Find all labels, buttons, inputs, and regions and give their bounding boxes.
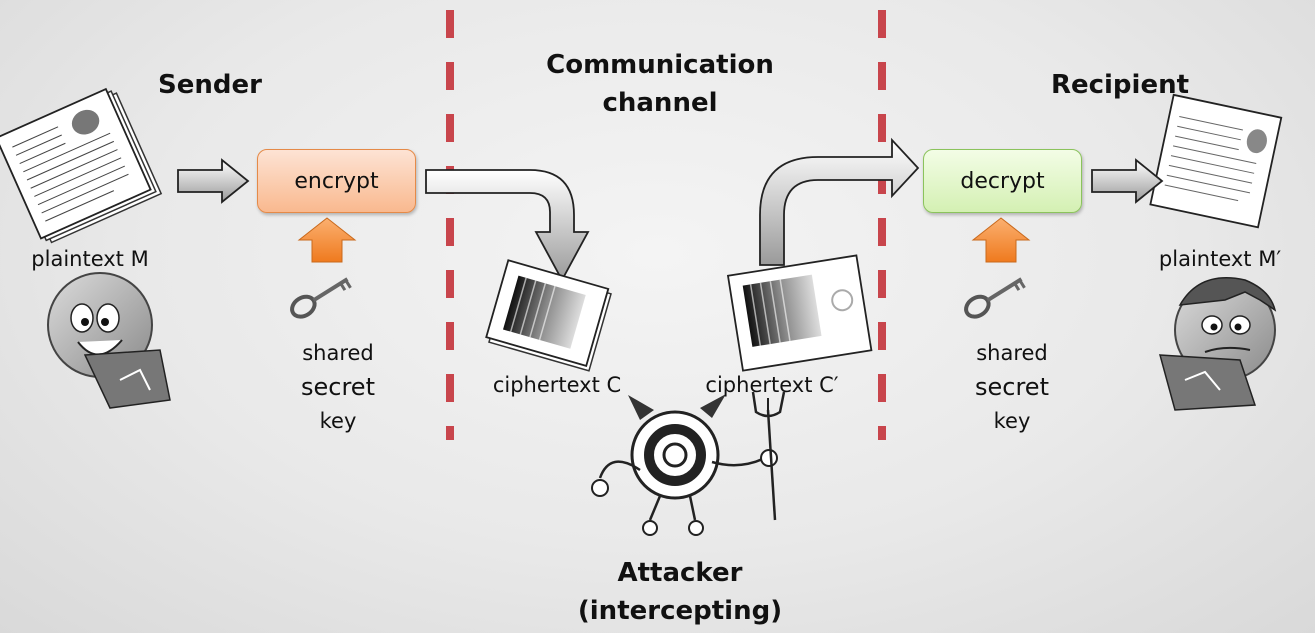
ciphertext-c-label: ciphertext C xyxy=(492,373,622,397)
arrow-plaintext-to-encrypt xyxy=(177,158,250,204)
plaintext-received-document-icon xyxy=(1149,93,1283,229)
sender-key-line1: shared xyxy=(302,341,374,365)
recipient-key-line1: shared xyxy=(976,341,1048,365)
recipient-heading: Recipient xyxy=(1050,70,1190,100)
sender-heading: Sender xyxy=(158,70,262,100)
recipient-key-label: shared secret key xyxy=(952,336,1072,438)
ciphertext-document-icon xyxy=(485,259,612,372)
ciphertext-c-prime-label: ciphertext C′ xyxy=(705,373,839,397)
plaintext-document-icon xyxy=(0,87,163,244)
attacker-heading-line2: (intercepting) xyxy=(577,596,783,626)
sender-key-label: shared secret key xyxy=(278,336,398,438)
key-input-arrow-recipient xyxy=(971,217,1031,263)
recipient-key-line3: key xyxy=(993,409,1031,433)
attacker-heading-line1: Attacker xyxy=(617,558,743,588)
arrow-decrypt-to-plaintext xyxy=(1091,158,1164,204)
attacker-avatar xyxy=(591,391,786,536)
channel-heading: Communication channel xyxy=(530,46,790,122)
encrypt-box: encrypt xyxy=(257,149,416,213)
attacker-heading: Attacker (intercepting) xyxy=(560,554,800,630)
channel-heading-line1: Communication xyxy=(546,50,774,80)
shared-key-icon-recipient xyxy=(964,277,1026,319)
shared-key-icon-sender xyxy=(290,277,352,319)
arrow-channel-to-decrypt xyxy=(759,137,920,266)
recipient-avatar xyxy=(1159,277,1277,411)
sender-key-line2: secret xyxy=(301,373,375,401)
recipient-key-line2: secret xyxy=(975,373,1049,401)
decrypt-box: decrypt xyxy=(923,149,1082,213)
sender-key-line3: key xyxy=(319,409,357,433)
sender-avatar xyxy=(47,272,171,409)
ciphertext-modified-document-icon xyxy=(726,254,873,372)
key-input-arrow-sender xyxy=(297,217,357,263)
channel-heading-line2: channel xyxy=(602,88,718,118)
plaintext-m-label: plaintext M xyxy=(31,247,149,271)
plaintext-m-prime-label: plaintext M′ xyxy=(1158,247,1282,271)
